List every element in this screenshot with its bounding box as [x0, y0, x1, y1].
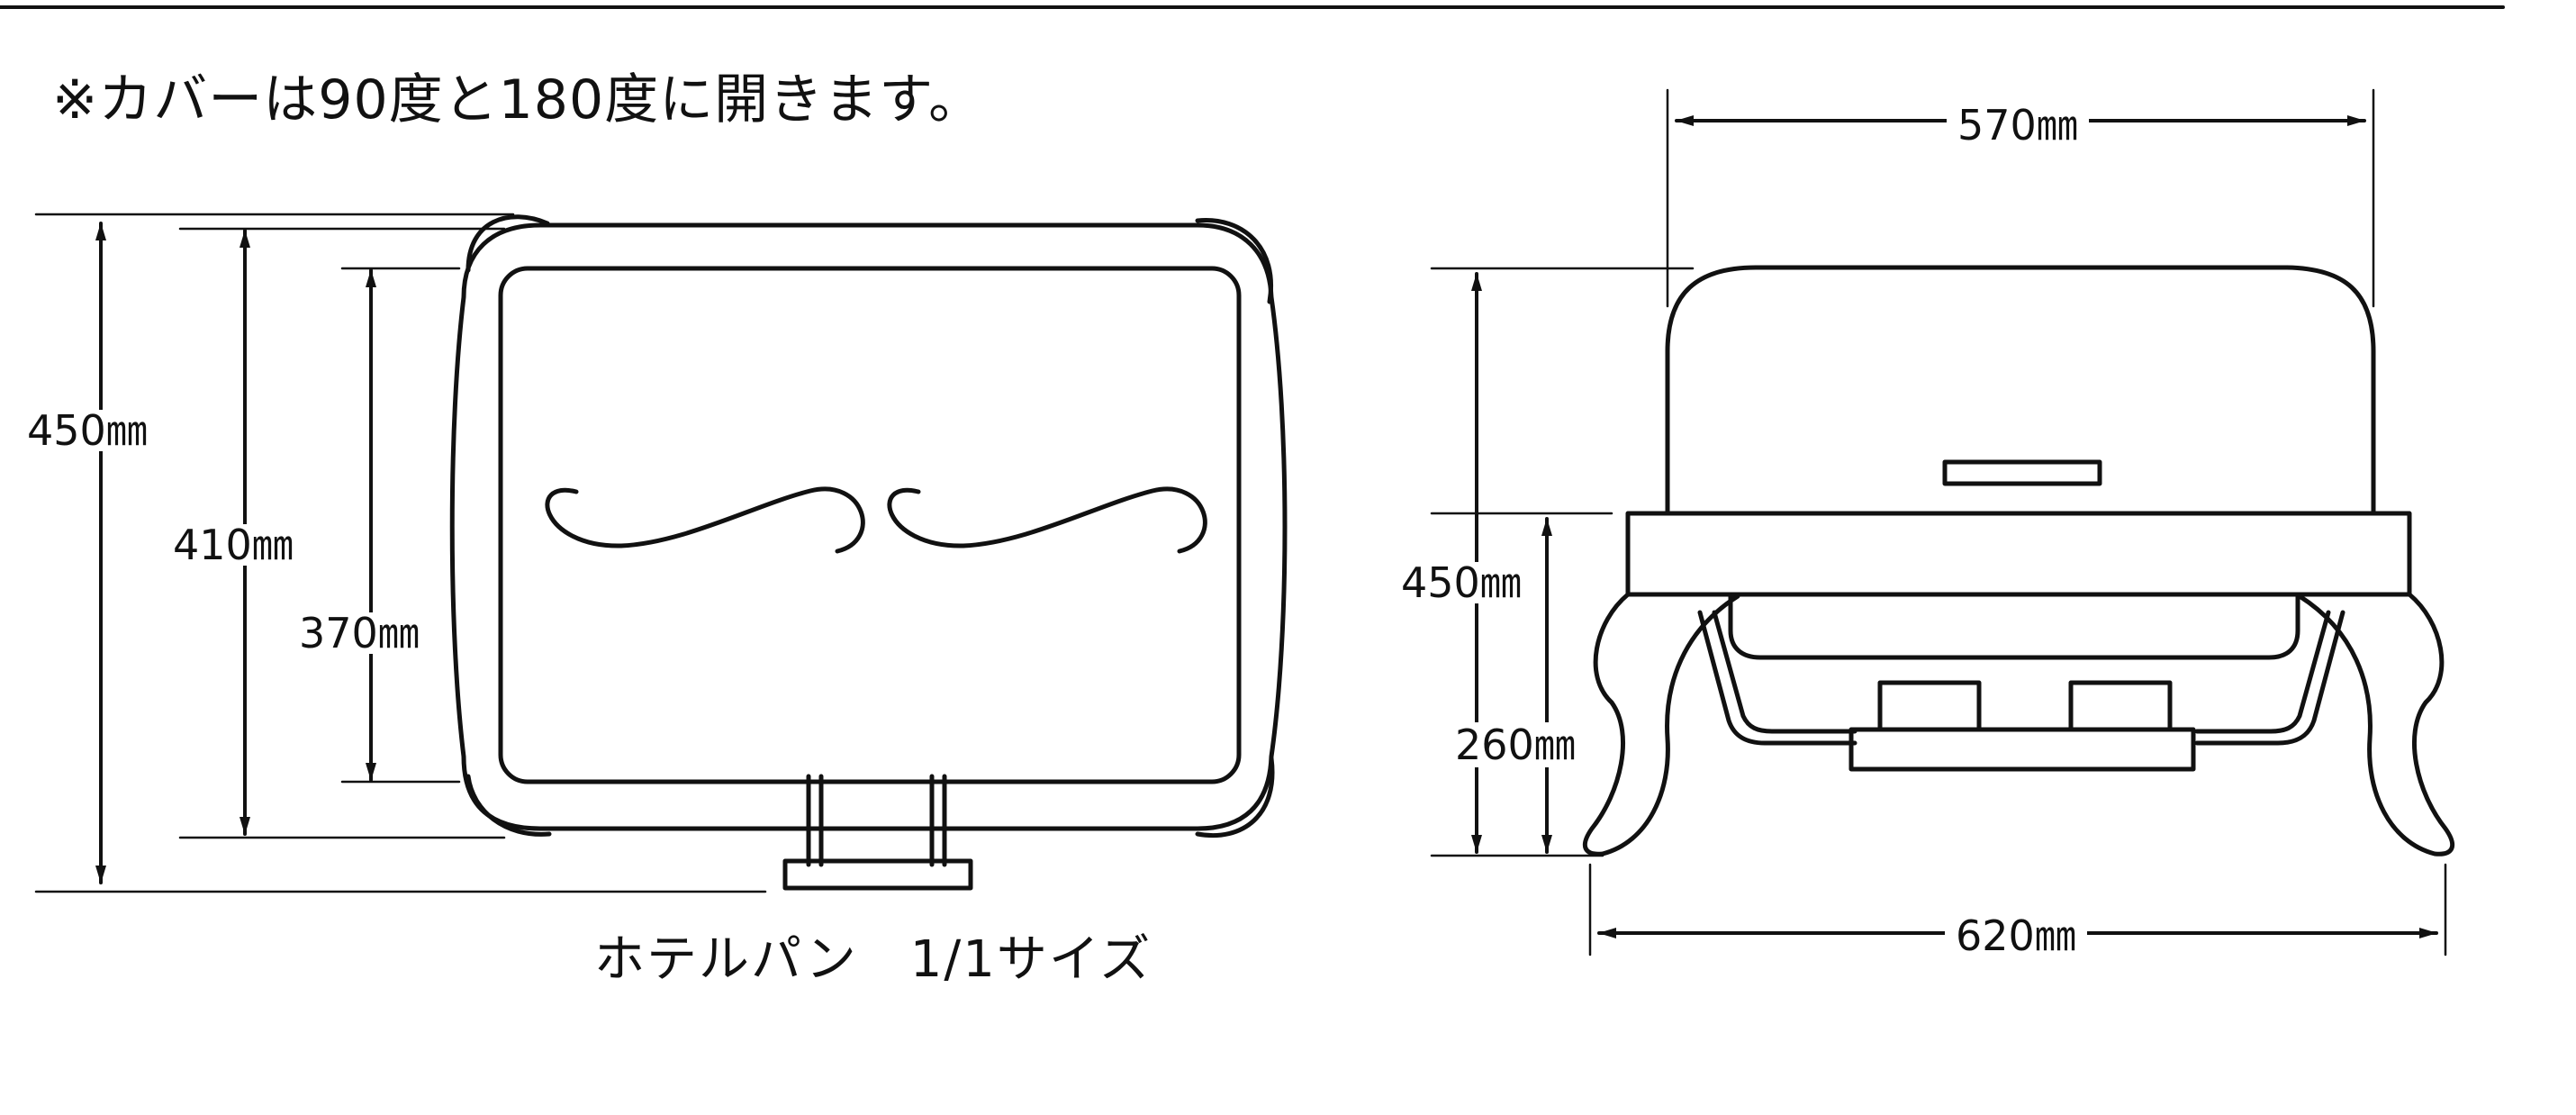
rim-band [1625, 511, 2412, 597]
top-view-dim-410-label: 410㎜ [173, 521, 294, 569]
swirl-ornament [545, 486, 865, 554]
corner-bumper [465, 214, 550, 273]
side-view-dim-260-label: 260㎜ [1455, 721, 1576, 769]
fuel-tray [1848, 727, 2196, 772]
side-view-dim-450-label: 450㎜ [1401, 558, 1522, 607]
side-view [1430, 88, 2455, 956]
inner-tray [498, 266, 1242, 784]
fuel-holder [2068, 680, 2173, 732]
left-leg [1582, 592, 1740, 857]
top-view [34, 213, 1288, 893]
top-view-dim-450-label: 450㎜ [27, 406, 148, 455]
swirl-ornament [887, 486, 1207, 554]
right-leg [2297, 592, 2455, 857]
water-pan [1728, 592, 2300, 660]
dome-cover [1665, 265, 2376, 516]
cover-handle [1942, 459, 2102, 486]
opening-angle-note: ※カバーは90度と180度に開きます。 [52, 68, 984, 131]
fuel-holder [1877, 680, 1982, 732]
outer-frame [449, 222, 1288, 831]
handle [782, 858, 973, 891]
corner-bumper [1195, 756, 1275, 838]
hotel-pan-size-caption: ホテルパン 1/1サイズ [594, 930, 1152, 989]
top-view-dim-370-label: 370㎜ [299, 609, 420, 657]
side-view-dim-570-label: 570㎜ [1947, 104, 2089, 146]
side-view-dim-620-label: 620㎜ [1945, 915, 2087, 956]
